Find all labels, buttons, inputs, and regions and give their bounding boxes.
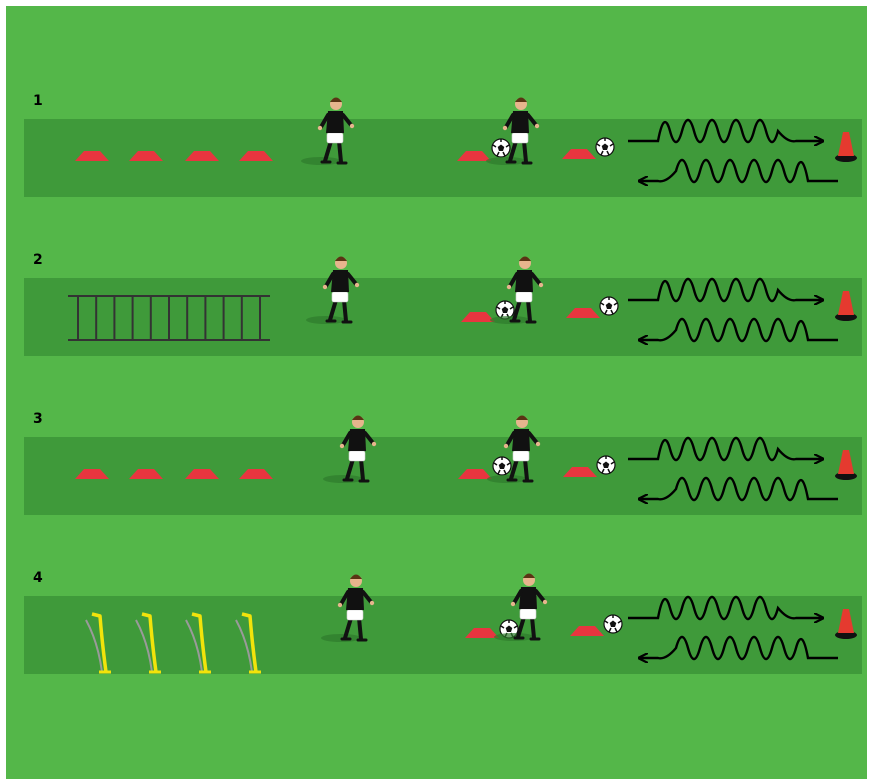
player-hand (350, 124, 354, 128)
player-shorts (512, 133, 528, 143)
player-hand (323, 285, 327, 289)
player-hand (507, 285, 511, 289)
player-shorts (327, 133, 343, 143)
soccer-ball-icon (596, 138, 614, 156)
lane-number-label: 3 (33, 411, 43, 427)
player-shorts (520, 609, 536, 619)
player-hand (504, 444, 508, 448)
lane-strip (24, 278, 862, 356)
soccer-ball-icon (600, 297, 618, 315)
player-hand (338, 603, 342, 607)
soccer-ball-icon (492, 139, 510, 157)
soccer-ball-icon (597, 456, 615, 474)
player-shorts (332, 292, 348, 302)
player-hand (535, 124, 539, 128)
player-shorts (347, 610, 363, 620)
player-shorts (516, 292, 532, 302)
player-hand (543, 600, 547, 604)
player-hand (372, 442, 376, 446)
lane-number-label: 4 (33, 570, 43, 586)
player-hand (340, 444, 344, 448)
soccer-ball-icon (493, 457, 511, 475)
soccer-ball-icon (604, 615, 622, 633)
player-hand (370, 601, 374, 605)
player-hand (536, 442, 540, 446)
lane-number-label: 2 (33, 252, 43, 268)
player-hand (539, 283, 543, 287)
lane-number-label: 1 (33, 93, 43, 109)
player-hand (503, 126, 507, 130)
player-hand (511, 602, 515, 606)
player-hand (355, 283, 359, 287)
player-shorts (349, 451, 365, 461)
player-shorts (513, 451, 529, 461)
player-hand (318, 126, 322, 130)
